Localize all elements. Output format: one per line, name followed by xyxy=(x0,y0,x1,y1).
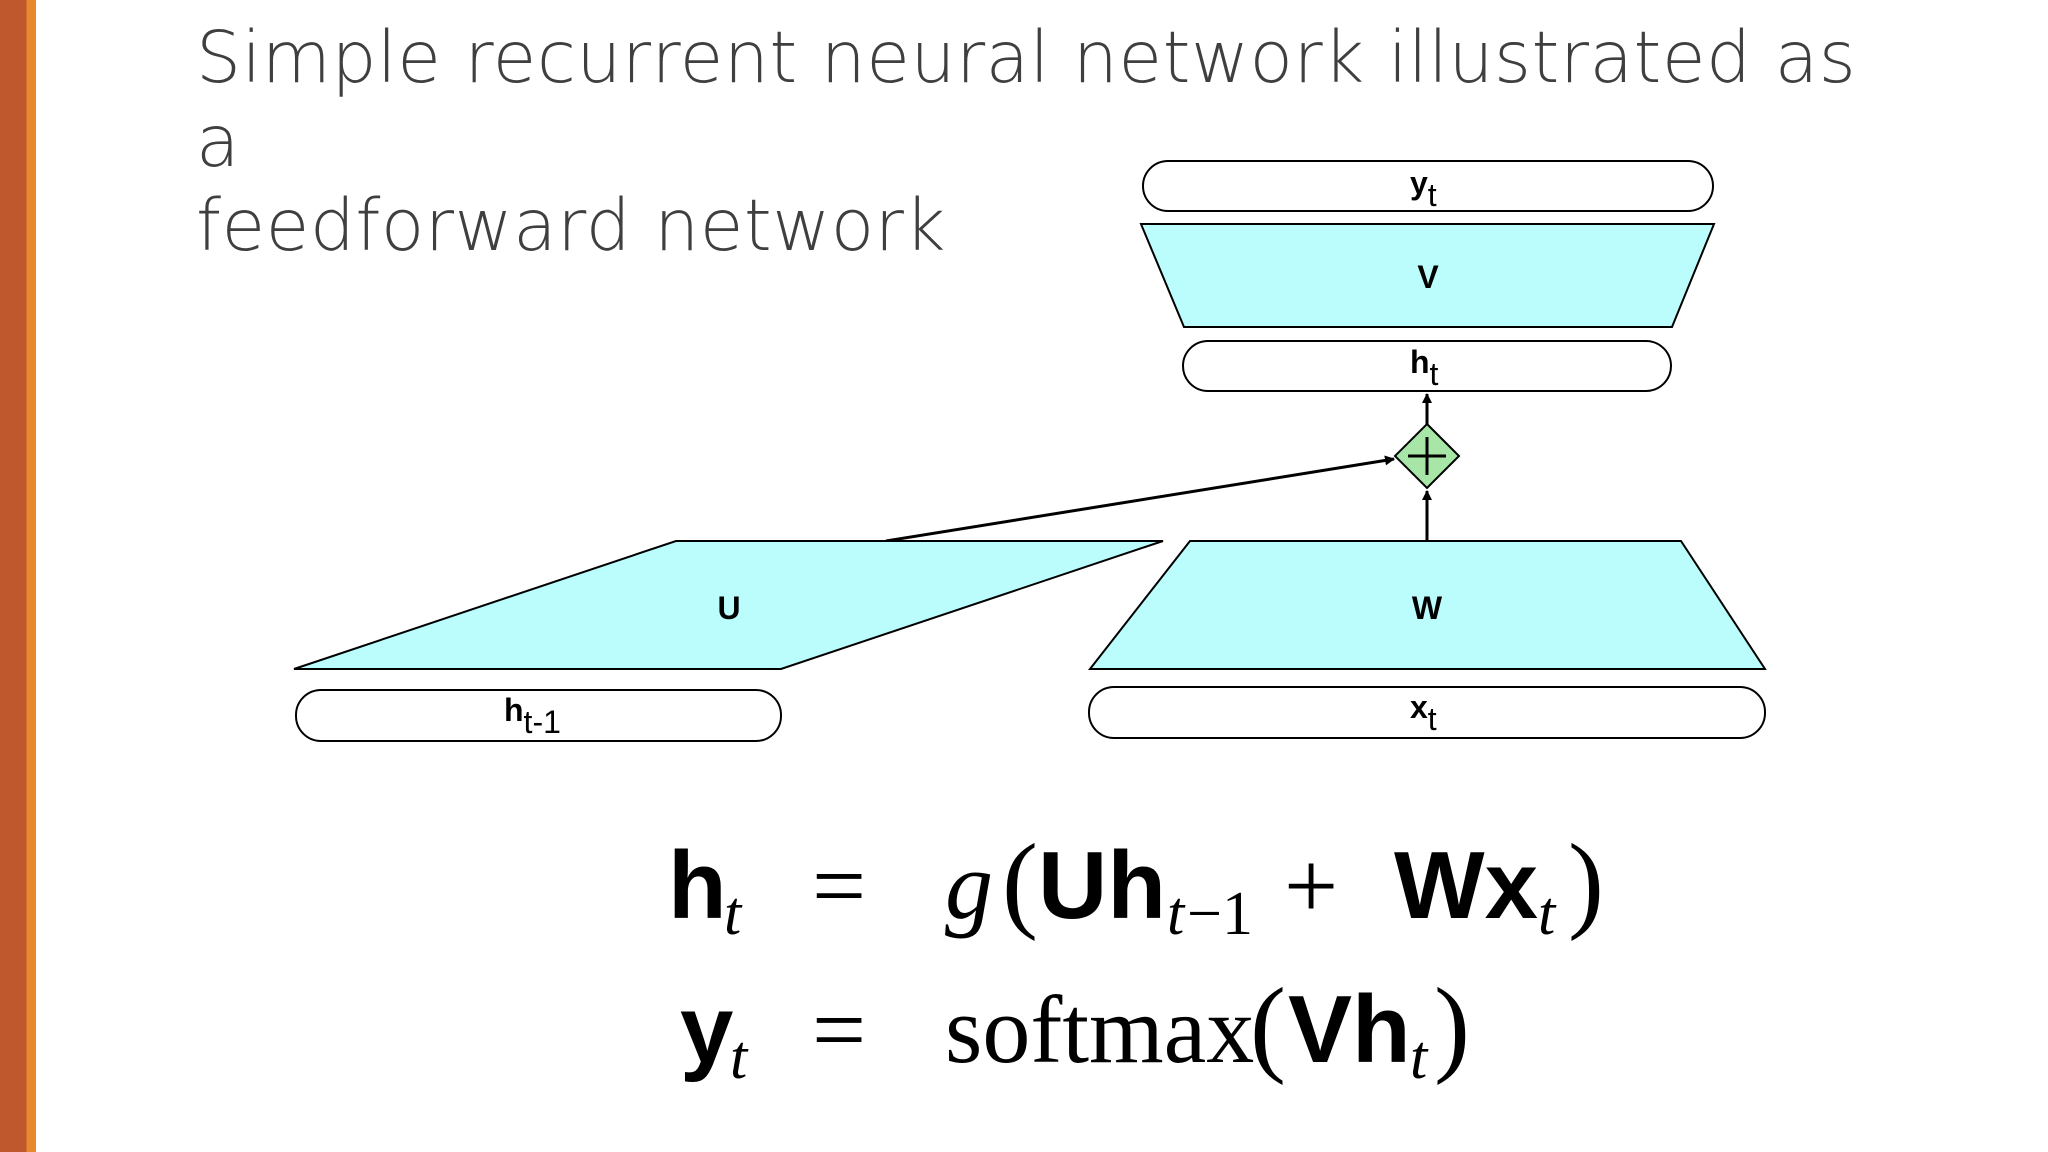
eq2-v-sub: t xyxy=(1410,1024,1429,1092)
eq2-lhs-sub: t xyxy=(730,1024,749,1092)
eq1-w-sub: t xyxy=(1538,880,1557,948)
eq1-equals: = xyxy=(812,832,866,939)
eq1-lhs: h xyxy=(668,832,727,939)
accent-bar xyxy=(0,0,36,1152)
weight-w-label: W xyxy=(1412,590,1443,626)
weight-v-label: V xyxy=(1417,259,1439,295)
slide-title: Simple recurrent neural network illustra… xyxy=(196,16,1896,268)
eq1-u-sub2: −1 xyxy=(1187,880,1253,948)
eq2-equals: = xyxy=(812,976,866,1083)
weight-w xyxy=(1087,540,1767,670)
eq2-close: ) xyxy=(1434,967,1470,1086)
node-yt-label: yt xyxy=(1410,165,1437,213)
node-htm1-label: ht-1 xyxy=(504,692,561,740)
eq1-u-sub: t xyxy=(1167,880,1186,948)
node-xt-label: xt xyxy=(1410,689,1437,737)
equation-yt: y t = softmax ( Vh t ) xyxy=(680,967,1470,1092)
weight-u xyxy=(293,540,1164,670)
eq1-open: ( xyxy=(1002,823,1038,942)
weight-u-label: U xyxy=(717,590,740,626)
node-ht xyxy=(1182,340,1672,392)
eq2-lhs: y xyxy=(680,976,733,1083)
title-line-2: feedforward network xyxy=(196,184,947,267)
eq1-g: g xyxy=(945,832,993,939)
equation-ht: h t = g ( Uh t −1 + Wx t ) xyxy=(668,823,1604,948)
arrow-u-to-sum xyxy=(885,455,1395,543)
eq1-w: Wx xyxy=(1394,832,1538,939)
node-ht-label: ht xyxy=(1410,344,1439,392)
weight-v xyxy=(1139,223,1716,328)
node-htm1 xyxy=(295,689,782,742)
eq2-v: Vh xyxy=(1288,976,1411,1083)
node-xt xyxy=(1088,686,1766,739)
eq2-func: softmax xyxy=(945,976,1254,1083)
eq2-open: ( xyxy=(1250,967,1286,1086)
eq1-u: Uh xyxy=(1038,832,1166,939)
eq1-plus: + xyxy=(1284,832,1338,939)
title-line-1: Simple recurrent neural network illustra… xyxy=(196,16,1857,183)
eq1-lhs-sub: t xyxy=(724,880,743,948)
node-yt xyxy=(1142,160,1714,212)
eq1-close: ) xyxy=(1568,823,1604,942)
